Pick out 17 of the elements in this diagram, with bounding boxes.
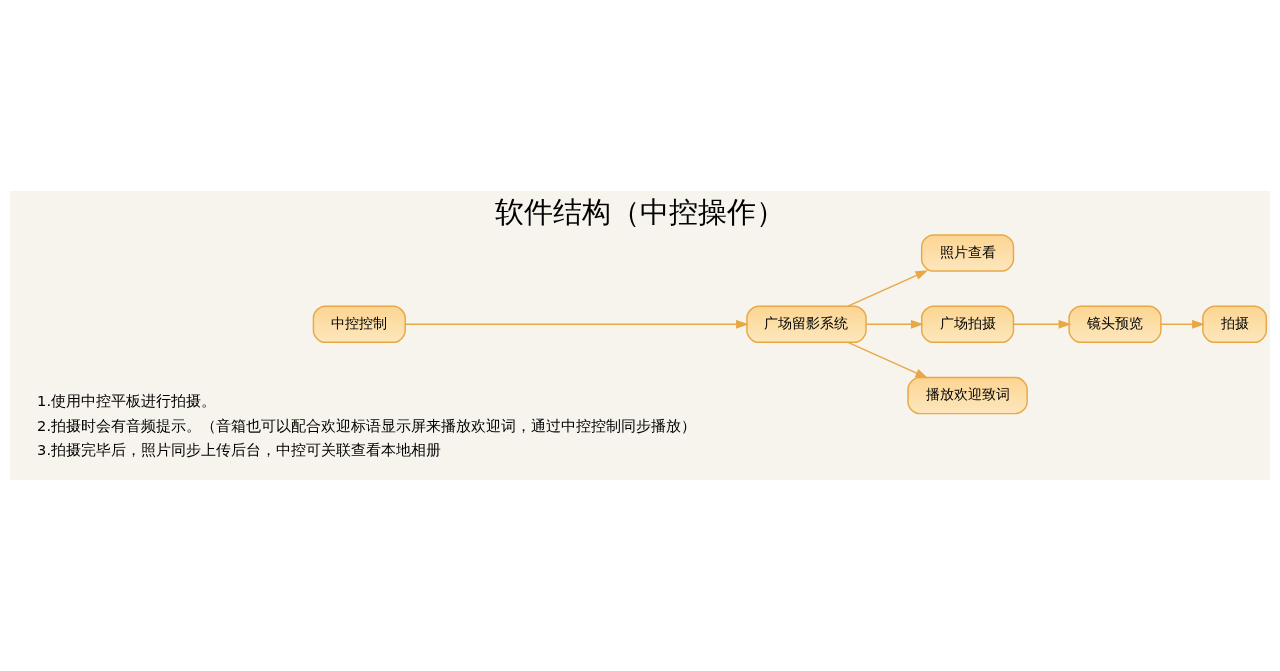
node-box: 照片查看: [920, 234, 1015, 272]
arrow: [847, 270, 929, 307]
label: 2.拍摄时会有音频提示。（音箱也可以配合欢迎标语显示屏来播放欢迎词，通过中控控制同步播放）: [37, 416, 697, 434]
arrow: [865, 319, 924, 329]
node-box: 拍摄: [1202, 305, 1268, 344]
node-box: 广场留影系统: [746, 305, 867, 344]
label: 3.拍摄完毕后，照片同步上传后台，中控可关联查看本地相册: [37, 441, 442, 459]
diagram-title: 软件结构（中控操作）: [495, 195, 785, 230]
node-box: 播放欢迎致词: [907, 376, 1028, 415]
arrow: [1160, 319, 1205, 329]
arrow: [1013, 319, 1072, 329]
label: 1.使用中控平板进行拍摄。: [37, 392, 217, 410]
node-box: 广场拍摄: [920, 305, 1015, 344]
arrow: [847, 341, 929, 379]
node-box: 中控控制: [312, 305, 406, 344]
node-box: 镜头预览: [1068, 305, 1162, 344]
arrow: [404, 319, 749, 329]
